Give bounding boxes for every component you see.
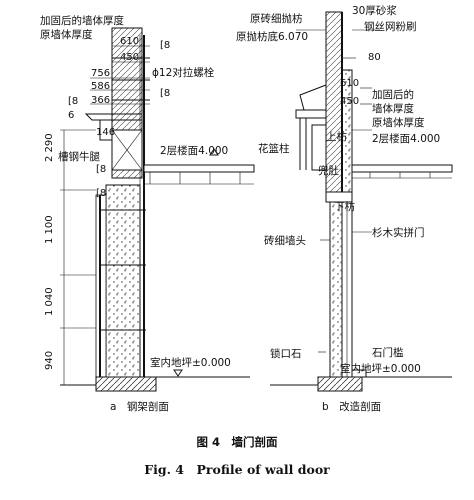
label-sill: 石门槛 — [372, 346, 404, 359]
label-floor2-b: 2层楼面4.000 — [372, 132, 440, 145]
floor-slab-a — [143, 164, 255, 173]
dim-586: 586 — [91, 81, 110, 92]
label-indoor-floor-b: 室内地坪±0.000 — [340, 362, 421, 375]
label-doujian: 兜肚 — [318, 164, 339, 177]
panel-b-title: b 改造剖面 — [322, 400, 381, 413]
tie-bolts — [100, 57, 150, 331]
label-brick-beam: 原砖细抛枋 — [250, 12, 303, 25]
label-floor2-a: 2层楼面4.000 — [160, 144, 228, 157]
label-mesh: 钢丝网粉刷 — [364, 20, 417, 33]
panel-a-title: a 钢架剖面 — [110, 400, 169, 413]
label-upper-beam: 上枋 — [326, 130, 347, 143]
panel-a: 2 290 1 100 1 040 940 — [40, 14, 255, 413]
brick-wall-head — [329, 201, 343, 378]
label-flower-column: 花篮柱 — [258, 142, 290, 155]
panel-b: 原砖细抛枋 原抛枋底6.070 30厚砂浆 钢丝网粉刷 80 610 450 加… — [236, 4, 453, 413]
bracket-mark-1: [8 — [160, 40, 170, 51]
label-reinforced-thickness-a: 加固后的墙体厚度 — [40, 14, 124, 27]
label-original-thickness-b: 原墙体厚度 — [372, 116, 425, 129]
label-mortar: 30厚砂浆 — [352, 4, 397, 17]
dim-940: 940 — [44, 351, 55, 370]
label-brick-head: 砖细墙头 — [264, 234, 306, 247]
dim-2290: 2 290 — [44, 133, 55, 162]
lock-stone — [317, 376, 363, 392]
label-lock-stone: 锁口石 — [270, 347, 302, 360]
bracket-mark-4: [8 — [96, 164, 106, 175]
caption-cn: 图 4 墙门剖面 — [196, 435, 278, 449]
label-indoor-floor-a: 室内地坪±0.000 — [150, 356, 231, 369]
dim-756: 756 — [91, 68, 110, 79]
floor-slab-b — [351, 164, 453, 173]
dim-450-a: 450 — [120, 52, 139, 63]
original-wall-lower — [105, 184, 141, 378]
foundation-a — [95, 376, 157, 392]
brick-beam — [299, 84, 327, 111]
channel-bracket — [84, 113, 143, 121]
label-reinforced-thickness-b: 加固后的 — [372, 88, 414, 101]
label-steel-bracket: 槽钢牛腿 — [58, 150, 100, 163]
dim-1040: 1 040 — [44, 287, 55, 316]
dim-366: 366 — [91, 95, 110, 106]
flower-column — [311, 124, 327, 171]
dim-450-b: 450 — [340, 96, 359, 107]
bracket-mark-5: [8 — [96, 188, 106, 199]
dim-146: 146 — [96, 127, 115, 138]
dim-80: 80 — [368, 52, 381, 63]
label-fir-door: 杉木实拼门 — [372, 226, 425, 239]
label-tie-bolt: ϕ12对拉螺栓 — [152, 66, 215, 79]
dim-610-a: 610 — [120, 36, 139, 47]
label-original-thickness-a: 原墙体厚度 — [40, 28, 93, 41]
stone-sill — [351, 369, 367, 378]
dim-6: 6 — [68, 110, 74, 121]
label-beam-bottom: 原抛枋底6.070 — [236, 30, 308, 43]
dim-610-b: 610 — [340, 78, 359, 89]
label-lower-beam: 下枋 — [334, 200, 355, 213]
bracket-mark-2: [8 — [160, 88, 170, 99]
dim-1100: 1 100 — [44, 215, 55, 244]
label-reinforced-thickness-b2: 墙体厚度 — [372, 102, 414, 115]
bracket-mark-3: [8 — [68, 96, 78, 107]
caption-en: Fig. 4 Profile of wall door — [144, 462, 330, 477]
